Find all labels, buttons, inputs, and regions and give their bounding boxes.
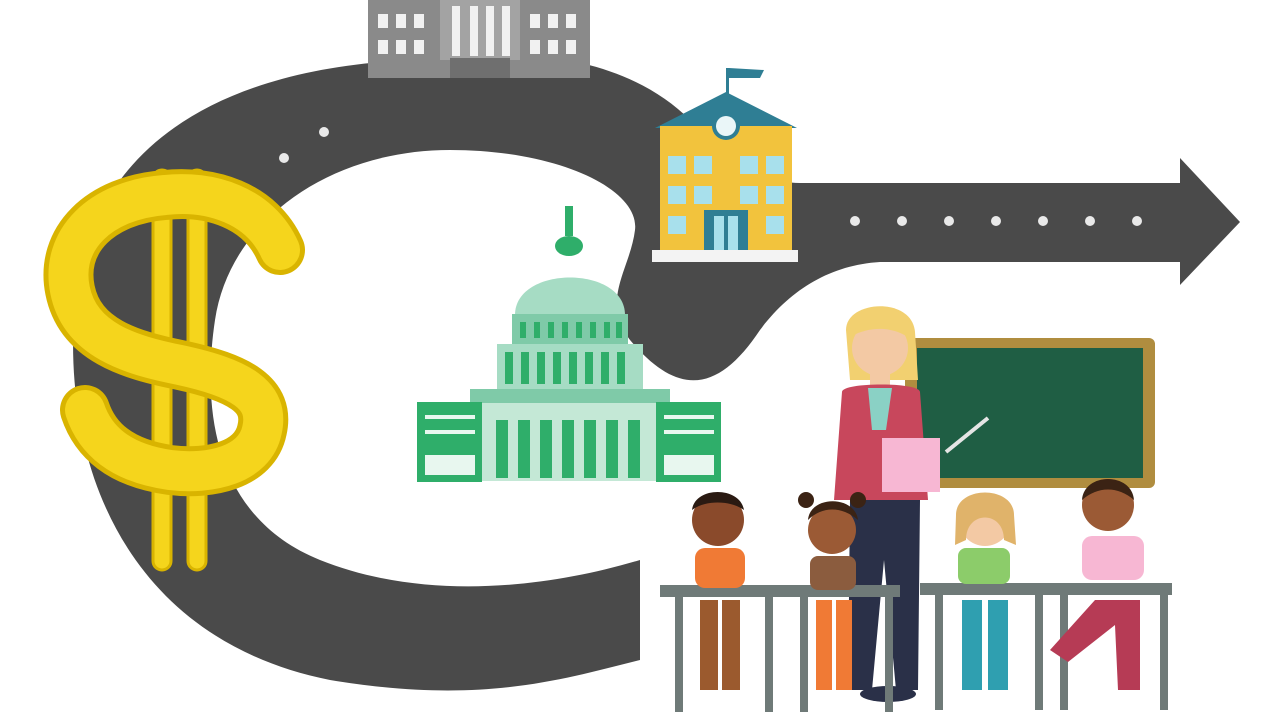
capitol-icon [417,206,721,482]
chalkboard-icon [905,338,1155,488]
dollar-sign-icon [43,168,305,572]
student-icon [955,492,1016,690]
student-icon [1050,479,1144,690]
student-icon [798,492,866,690]
federal-building-icon [368,0,590,78]
school-icon [652,68,798,262]
teacher-icon [834,306,990,702]
road-dots [241,127,1142,226]
student-icon [692,492,745,690]
